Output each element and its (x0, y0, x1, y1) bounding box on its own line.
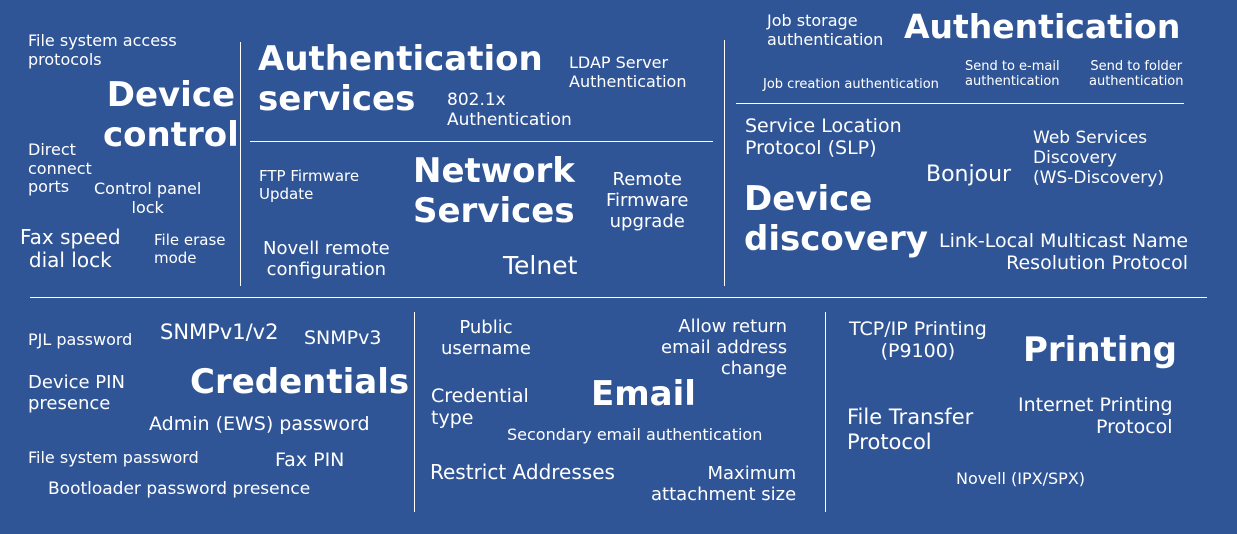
authentication-title: Authentication (904, 7, 1181, 46)
authentication-item: Job storage authentication (767, 11, 884, 49)
email-title: Email (591, 374, 696, 414)
device-control-item: Control panel lock (94, 179, 202, 217)
credentials-item: Admin (EWS) password (149, 413, 370, 435)
authentication-item: Job creation authentication (763, 77, 939, 92)
credentials-title: Credentials (190, 362, 410, 402)
divider-vertical-4 (825, 312, 826, 512)
authentication-item: Send to e-mail authentication (965, 59, 1060, 90)
authentication-services-title: Authentication services (258, 39, 543, 119)
network-services-item: Telnet (503, 251, 578, 280)
device-control-item: File system access protocols (28, 31, 177, 69)
credentials-item: Device PIN presence (28, 372, 125, 415)
device-discovery-item: Link-Local Multicast Name Resolution Pro… (939, 230, 1189, 275)
device-discovery-item: Bonjour (926, 162, 1012, 187)
divider-main-horizontal (30, 297, 1207, 298)
email-item: Allow return email address change (661, 316, 788, 380)
printing-item: Internet Printing Protocol (1018, 394, 1173, 439)
device-discovery-item: Service Location Protocol (SLP) (745, 115, 902, 160)
printing-item: Novell (IPX/SPX) (956, 469, 1086, 488)
printing-title: Printing (1023, 330, 1177, 370)
network-services-item: FTP Firmware Update (259, 167, 360, 203)
device-control-title: Device control (103, 75, 239, 155)
credentials-item: SNMPv3 (304, 327, 382, 349)
network-services-item: Novell remote configuration (263, 238, 390, 281)
authentication-item: Send to folder authentication (1089, 59, 1184, 90)
email-item: Public username (441, 317, 531, 360)
device-control-item: File erase mode (154, 231, 226, 267)
device-discovery-title: Device discovery (744, 179, 928, 259)
printing-item: TCP/IP Printing (P9100) (849, 318, 987, 363)
authentication-services-item: 802.1x Authentication (447, 90, 572, 130)
email-item: Credential type (431, 385, 529, 430)
authentication-services-item: LDAP Server Authentication (569, 53, 687, 91)
device-discovery-item: Web Services Discovery (WS-Discovery) (1033, 128, 1164, 188)
credentials-item: PJL password (28, 330, 133, 349)
divider-auth-network (250, 141, 713, 142)
email-item: Secondary email authentication (507, 425, 763, 444)
device-control-item: Direct connect ports (28, 140, 92, 197)
credentials-item: Fax PIN (275, 449, 345, 471)
email-item: Restrict Addresses (430, 460, 615, 484)
credentials-item: Bootloader password presence (48, 479, 311, 499)
printing-item: File Transfer Protocol (847, 405, 974, 454)
email-item: Maximum attachment size (651, 463, 797, 506)
credentials-item: SNMPv1/v2 (160, 320, 279, 344)
divider-vertical-1 (240, 42, 241, 286)
divider-vertical-2 (724, 40, 725, 286)
network-services-title: Network Services (413, 151, 575, 231)
device-control-item: Fax speed dial lock (20, 225, 121, 273)
network-services-item: Remote Firmware upgrade (606, 169, 689, 233)
credentials-item: File system password (28, 448, 199, 467)
divider-vertical-3 (414, 312, 415, 512)
divider-auth-discovery (736, 103, 1184, 104)
